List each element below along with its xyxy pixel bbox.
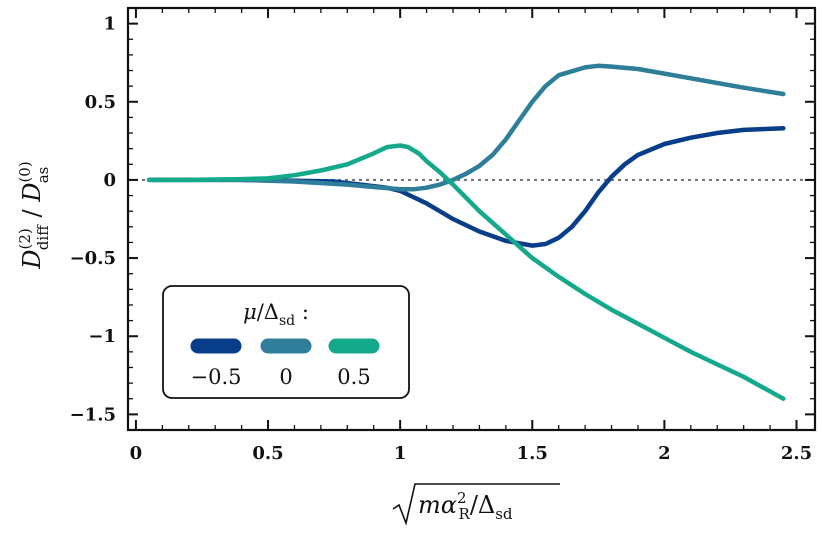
y-tick-label: 1 (103, 14, 116, 35)
series-line-1 (146, 63, 786, 192)
legend-label: 0.5 (337, 365, 370, 389)
plot-frame (126, 6, 817, 432)
x-tick-label: 2.5 (781, 443, 812, 464)
y-tick-label: 0 (103, 170, 116, 191)
legend: μ/Δsd : −0.5 0 0.5 (162, 285, 410, 399)
y-tick-label: −1 (88, 326, 116, 347)
series-line-2 (146, 143, 786, 401)
series-layer (146, 63, 786, 401)
x-tick-label: 1 (394, 443, 407, 464)
y-axis-label: D(2)diff / D(0)as (16, 161, 52, 269)
x-tick-label: 0 (130, 443, 143, 464)
series-line-0 (146, 126, 786, 248)
x-tick-label: 2 (658, 443, 671, 464)
x-tick-label: 1.5 (517, 443, 548, 464)
legend-label: −0.5 (191, 365, 242, 389)
y-tick-label: 0.5 (85, 92, 116, 113)
legend-label: 0 (279, 365, 292, 389)
x-tick-label: 0.5 (252, 443, 283, 464)
legend-title: μ/Δsd : (243, 300, 309, 329)
legend-entries: −0.5 0 0.5 (190, 338, 380, 389)
tick-layer: 0 0.5 1 1.5 2 2.5 −1.5 −1 −0.5 0 0.5 1 (70, 8, 815, 464)
y-tick-label: −1.5 (70, 404, 116, 425)
y-tick-label: −0.5 (70, 248, 116, 269)
svg-text:D(2)diff / D(0)as: D(2)diff / D(0)as (16, 161, 52, 269)
